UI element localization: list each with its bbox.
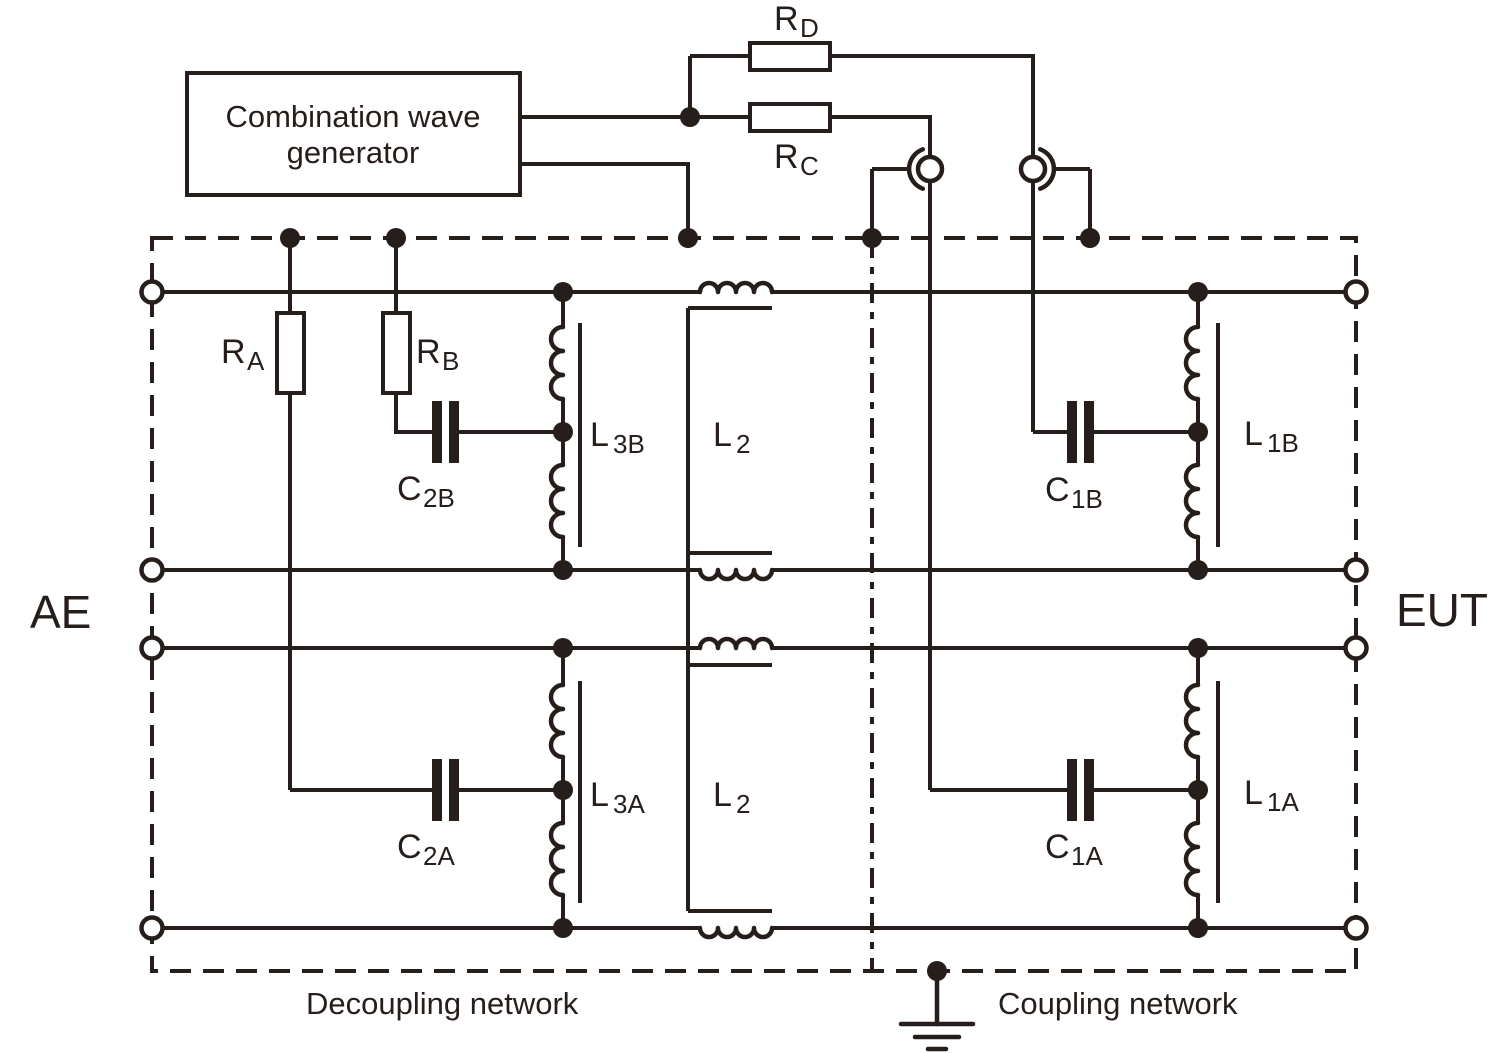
label-rd-sub: D bbox=[800, 13, 819, 43]
label-rc: R bbox=[774, 138, 799, 176]
eut-terminal-1 bbox=[1343, 279, 1369, 305]
generator-label-line1: Combination wave bbox=[225, 99, 480, 134]
label-c2b: C bbox=[397, 470, 422, 508]
label-l1a: L bbox=[1244, 774, 1263, 812]
label-rd: R bbox=[774, 0, 799, 38]
resistor-rc: R C bbox=[748, 102, 932, 181]
generator-output-wires bbox=[519, 115, 750, 238]
label-rb: R bbox=[416, 333, 441, 371]
ae-terminal-4 bbox=[139, 915, 165, 941]
label-l2-bottom-sub: 2 bbox=[736, 789, 750, 819]
capacitor-c1a: C 1A bbox=[930, 759, 1198, 871]
resistor-rb: R B bbox=[381, 238, 459, 434]
label-l3a: L bbox=[590, 776, 609, 814]
ground-icon bbox=[898, 968, 976, 1052]
ae-terminals bbox=[139, 279, 165, 941]
inductor-l1a: L 1A bbox=[1183, 648, 1299, 928]
label-c1a: C bbox=[1045, 828, 1070, 866]
inductor-l3b: L 3B bbox=[548, 292, 645, 570]
label-l2-bottom: L bbox=[713, 776, 732, 814]
label-c1a-sub: 1A bbox=[1071, 841, 1103, 871]
label-l1b: L bbox=[1244, 415, 1263, 453]
resistor-rd: R D bbox=[688, 0, 1035, 157]
label-l2-top: L bbox=[713, 416, 732, 454]
l2-top-core-bars bbox=[688, 306, 772, 555]
choke-l2-bottom: L 2 bbox=[686, 308, 775, 940]
generator-label-line2: generator bbox=[287, 135, 420, 170]
label-l3a-sub: 3A bbox=[613, 789, 645, 819]
capacitor-c2a: C 2A bbox=[290, 759, 563, 871]
switch-contact-2 bbox=[1018, 147, 1092, 432]
coupling-network-label: Coupling network bbox=[998, 986, 1238, 1021]
label-l3b: L bbox=[590, 416, 609, 454]
network-enclosure-border bbox=[150, 236, 1358, 973]
switch-contact-1 bbox=[870, 147, 945, 790]
capacitor-c1b: C 1B bbox=[1033, 401, 1198, 514]
label-c2b-sub: 2B bbox=[423, 483, 455, 513]
inductor-l3a: L 3A bbox=[548, 648, 645, 928]
label-c1b-sub: 1B bbox=[1071, 484, 1103, 514]
eut-terminal-2 bbox=[1343, 557, 1369, 583]
choke-l2-top: L 2 bbox=[688, 280, 775, 582]
label-l1a-sub: 1A bbox=[1267, 787, 1299, 817]
eut-terminals bbox=[1343, 279, 1369, 941]
label-c1b: C bbox=[1045, 471, 1070, 509]
junction-dots bbox=[280, 107, 1208, 981]
label-c2a-sub: 2A bbox=[423, 841, 455, 871]
label-l2-top-sub: 2 bbox=[736, 429, 750, 459]
resistor-ra: R A bbox=[221, 238, 306, 790]
ae-terminal-2 bbox=[139, 557, 165, 583]
inductor-l1b: L 1B bbox=[1183, 292, 1299, 570]
label-rc-sub: C bbox=[800, 151, 819, 181]
decoupling-network-label: Decoupling network bbox=[306, 986, 579, 1021]
label-ra-sub: A bbox=[247, 346, 265, 376]
switch-2-arc bbox=[1037, 147, 1057, 191]
label-l3b-sub: 3B bbox=[613, 429, 645, 459]
ae-terminal-1 bbox=[139, 279, 165, 305]
label-l1b-sub: 1B bbox=[1267, 428, 1299, 458]
eut-terminal-4 bbox=[1343, 915, 1369, 941]
generator-box: Combination wave generator bbox=[185, 71, 522, 197]
label-rb-sub: B bbox=[442, 346, 459, 376]
label-c2a: C bbox=[397, 828, 422, 866]
l2-bottom-core-bars bbox=[688, 663, 772, 913]
ae-label: AE bbox=[30, 586, 91, 638]
eut-label: EUT bbox=[1396, 584, 1488, 636]
ae-terminal-3 bbox=[139, 635, 165, 661]
capacitor-c2b: C 2B bbox=[397, 401, 563, 513]
eut-terminal-3 bbox=[1343, 635, 1369, 661]
label-ra: R bbox=[221, 333, 246, 371]
